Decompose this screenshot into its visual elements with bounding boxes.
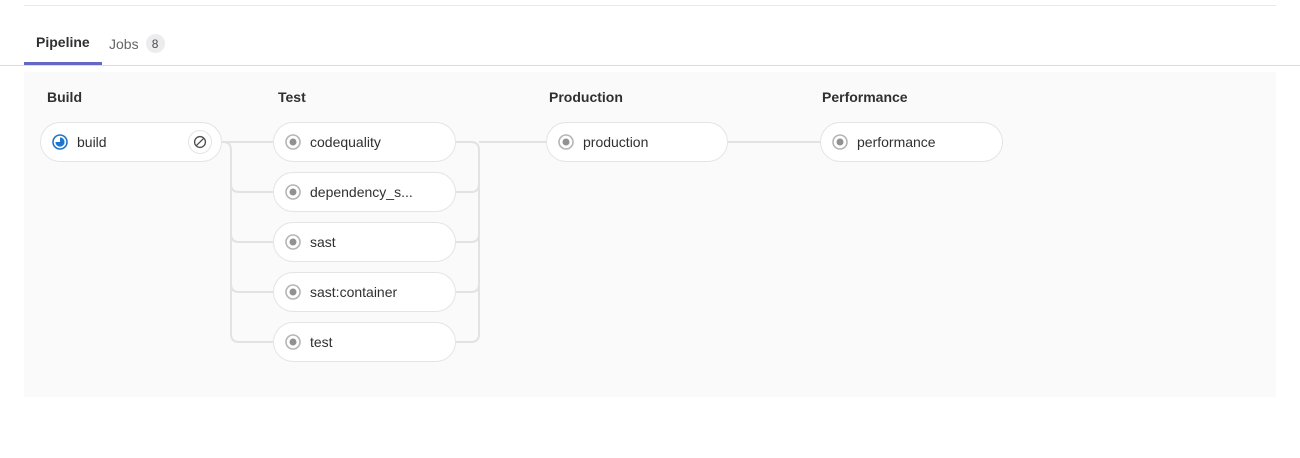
status-created-icon	[285, 134, 301, 150]
cancel-glyph	[193, 135, 207, 149]
pipeline-connectors	[222, 141, 821, 343]
status-created-icon	[285, 334, 301, 350]
tab-pipeline[interactable]: Pipeline	[24, 22, 102, 65]
job-build-label: build	[77, 134, 107, 150]
cancel-icon[interactable]	[188, 130, 212, 154]
stage-title-performance: Performance	[822, 89, 908, 105]
status-created-icon	[285, 234, 301, 250]
job-dependency-scanning[interactable]: dependency_s...	[273, 172, 456, 212]
job-sast-container-label: sast:container	[310, 284, 398, 300]
job-production[interactable]: production	[546, 122, 728, 162]
job-test[interactable]: test	[273, 322, 456, 362]
pipeline-graph: Build build Test codequality	[24, 72, 1276, 397]
status-created-icon	[285, 284, 301, 300]
job-build[interactable]: build	[40, 122, 222, 162]
job-codequality[interactable]: codequality	[273, 122, 456, 162]
status-created-icon	[285, 184, 301, 200]
job-sast-label: sast	[310, 234, 336, 250]
job-test-label: test	[310, 334, 333, 350]
stage-title-build: Build	[47, 89, 82, 105]
stage-title-production: Production	[549, 89, 623, 105]
job-performance-label: performance	[857, 134, 936, 150]
job-codequality-label: codequality	[310, 134, 381, 150]
job-production-label: production	[583, 134, 649, 150]
job-sast-container[interactable]: sast:container	[273, 272, 456, 312]
job-performance[interactable]: performance	[820, 122, 1003, 162]
tab-bar: Pipeline Jobs 8	[0, 22, 1300, 66]
top-divider	[24, 5, 1276, 6]
status-created-icon	[832, 134, 848, 150]
tab-pipeline-label: Pipeline	[36, 34, 90, 50]
stage-title-test: Test	[278, 89, 306, 105]
job-dependency-scanning-label: dependency_s...	[310, 184, 413, 200]
job-sast[interactable]: sast	[273, 222, 456, 262]
status-running-icon	[52, 134, 68, 150]
tab-jobs[interactable]: Jobs 8	[97, 22, 177, 65]
jobs-count-badge: 8	[145, 34, 165, 53]
tab-jobs-label: Jobs	[109, 35, 139, 52]
status-created-icon	[558, 134, 574, 150]
